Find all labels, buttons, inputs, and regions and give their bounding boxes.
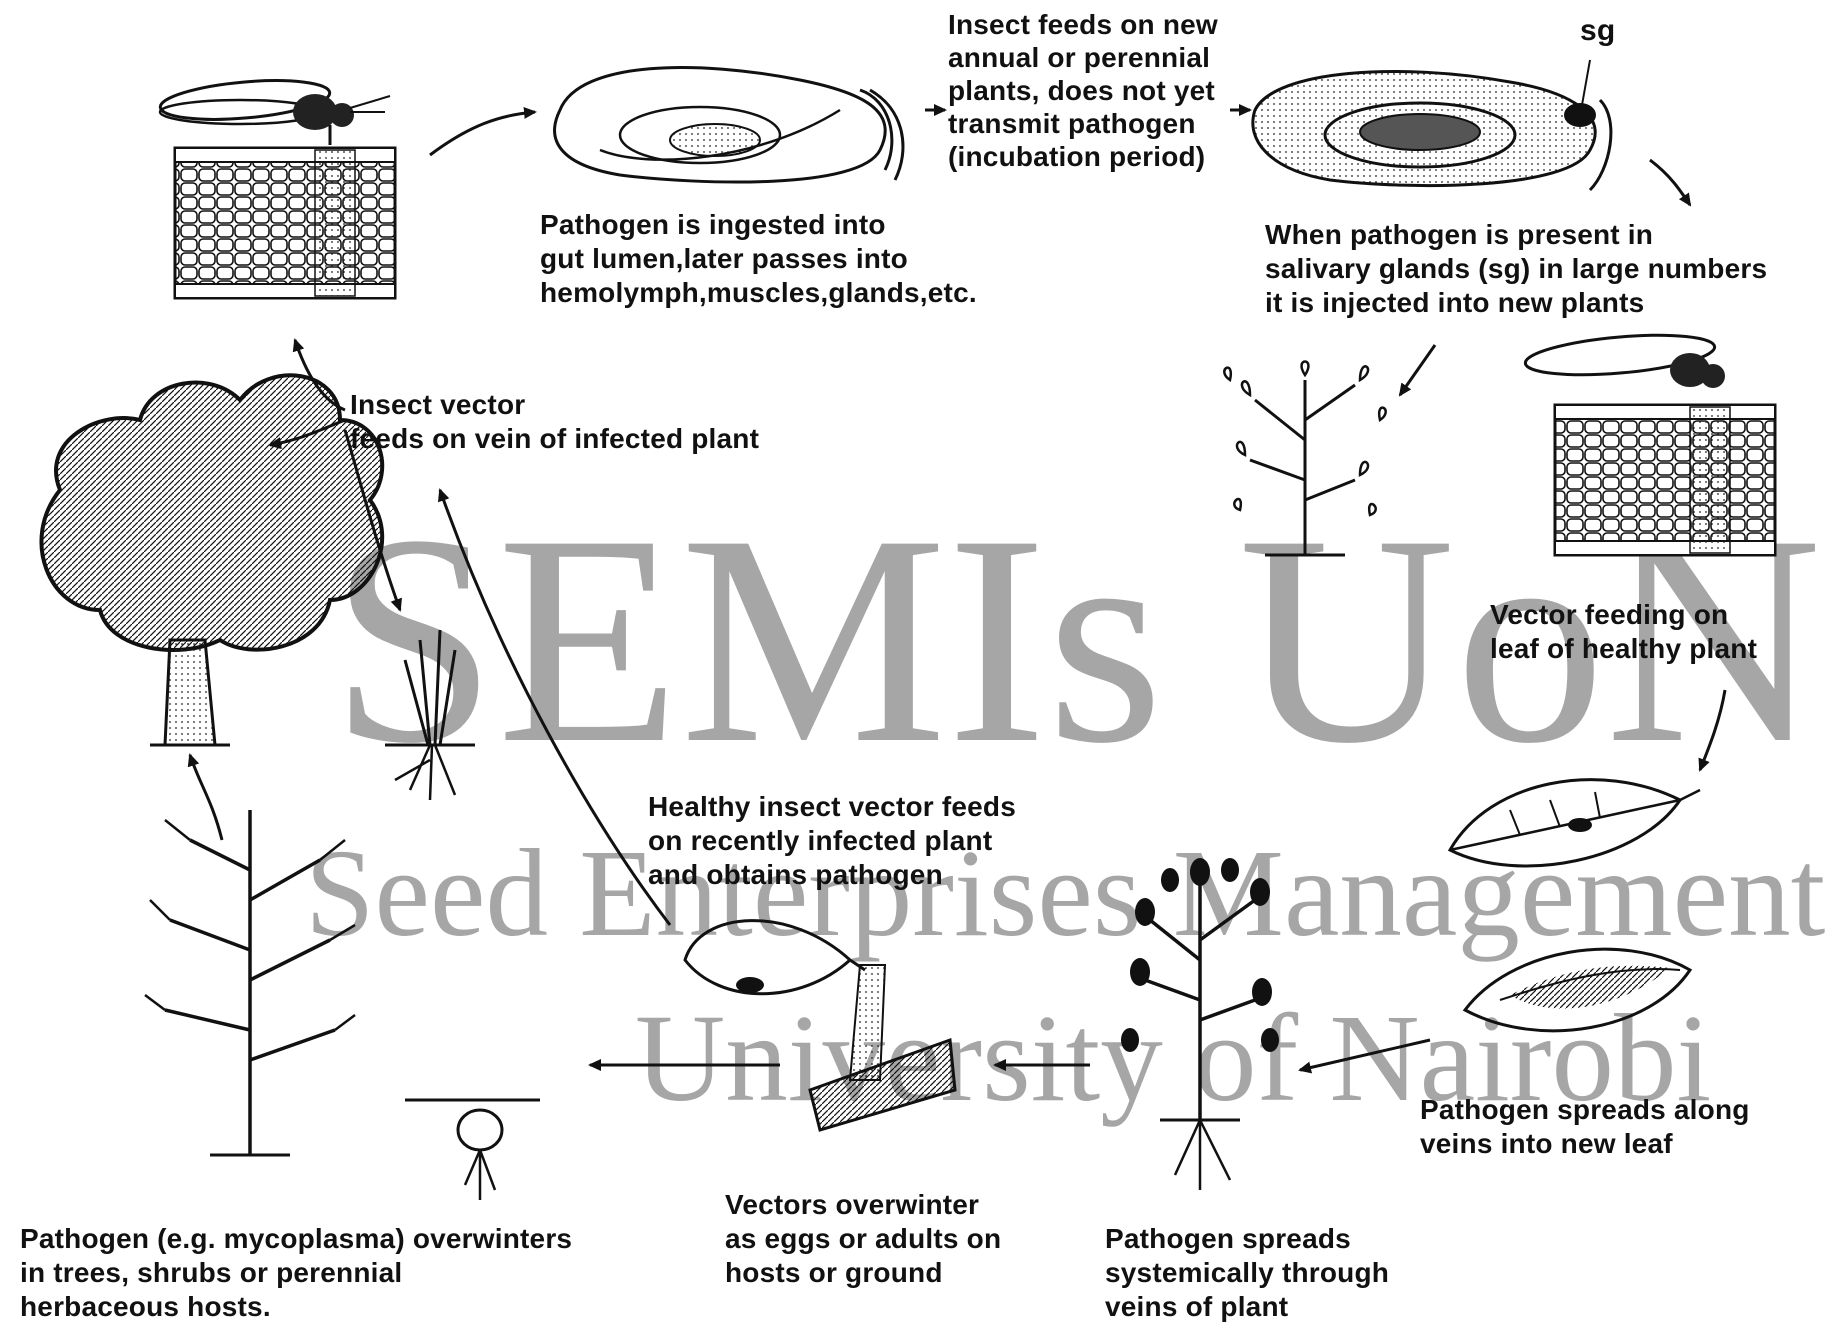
- label-incubation: Insect feeds on new annual or perennial …: [948, 8, 1218, 173]
- seedling-bulb-icon: [405, 1100, 540, 1200]
- label-overwinter-hosts: Pathogen (e.g. mycoplasma) overwinters i…: [20, 1222, 572, 1324]
- insect-salivary-gland-icon: [1253, 60, 1611, 190]
- arrow-leaf-to-gut: [430, 112, 535, 155]
- arrow-to-infected-tree: [190, 755, 222, 840]
- label-vectors-overwinter: Vectors overwinter as eggs or adults on …: [725, 1188, 1001, 1290]
- label-salivary: When pathogen is present in salivary gla…: [1265, 218, 1767, 320]
- label-spreads-veins: Pathogen spreads along veins into new le…: [1420, 1093, 1750, 1161]
- insect-gut-icon: [555, 68, 903, 183]
- label-systemic: Pathogen spreads systemically through ve…: [1105, 1222, 1389, 1324]
- arrow-to-young-plant: [1400, 345, 1435, 395]
- watermark-line2: Seed Enterprises Management Institute: [305, 825, 1837, 963]
- watermark: SEMIs UoN Seed Enterprises Management In…: [305, 473, 1837, 1128]
- label-vector-healthy: Vector feeding on leaf of healthy plant: [1490, 598, 1757, 666]
- label-vector-infected: Insect vector feeds on vein of infected …: [350, 388, 759, 456]
- insect-on-leaf-icon: [159, 75, 395, 298]
- label-ingested: Pathogen is ingested into gut lumen,late…: [540, 208, 977, 310]
- label-healthy-obtains: Healthy insect vector feeds on recently …: [648, 790, 1016, 892]
- arrow-glands-down: [1650, 160, 1690, 205]
- label-sg: sg: [1580, 14, 1615, 48]
- insect-on-healthy-leaf-icon: [1524, 329, 1775, 555]
